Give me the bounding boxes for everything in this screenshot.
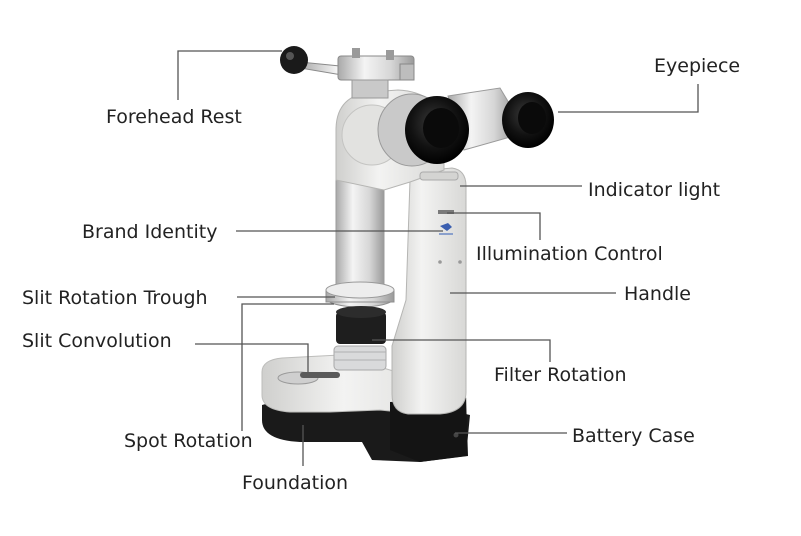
leader-lines: [177, 50, 699, 466]
illumination-control-slot: [438, 210, 454, 214]
forehead-rest-knob: [280, 46, 308, 74]
labels: Forehead Rest Eyepiece Indicator light B…: [22, 55, 740, 494]
label-slit-convolution: Slit Convolution: [22, 330, 172, 352]
label-spot-rotation: Spot Rotation: [124, 430, 253, 452]
eyepiece-left: [377, 93, 469, 167]
label-eyepiece: Eyepiece: [654, 55, 740, 77]
label-slit-rotation-trough: Slit Rotation Trough: [22, 287, 208, 309]
leader-slit-convolution: [195, 343, 309, 372]
slit-convolution-slot: [300, 372, 340, 378]
brand-identity-logo: [440, 223, 452, 231]
leader-illumination-control: [447, 212, 541, 240]
label-battery-case: Battery Case: [572, 425, 695, 447]
label-filter-rotation: Filter Rotation: [494, 364, 627, 386]
label-handle: Handle: [624, 283, 691, 305]
label-forehead-rest: Forehead Rest: [106, 106, 242, 128]
indicator-light: [419, 171, 459, 181]
head-housing: [335, 87, 554, 191]
vertical-column: [325, 159, 395, 371]
leader-eyepiece: [558, 84, 699, 113]
leader-filter-rotation: [372, 339, 551, 362]
leader-spot-rotation: [241, 303, 334, 431]
label-illumination-control: Illumination Control: [476, 243, 663, 265]
label-brand-identity: Brand Identity: [82, 221, 217, 243]
label-foundation: Foundation: [242, 472, 348, 494]
eyepiece-right: [502, 92, 554, 148]
leader-forehead-rest: [177, 50, 282, 100]
handle-body: [391, 167, 467, 415]
label-indicator-light: Indicator light: [588, 179, 720, 201]
forehead-rest-assembly: [280, 46, 415, 99]
device-illustration: [261, 46, 554, 462]
